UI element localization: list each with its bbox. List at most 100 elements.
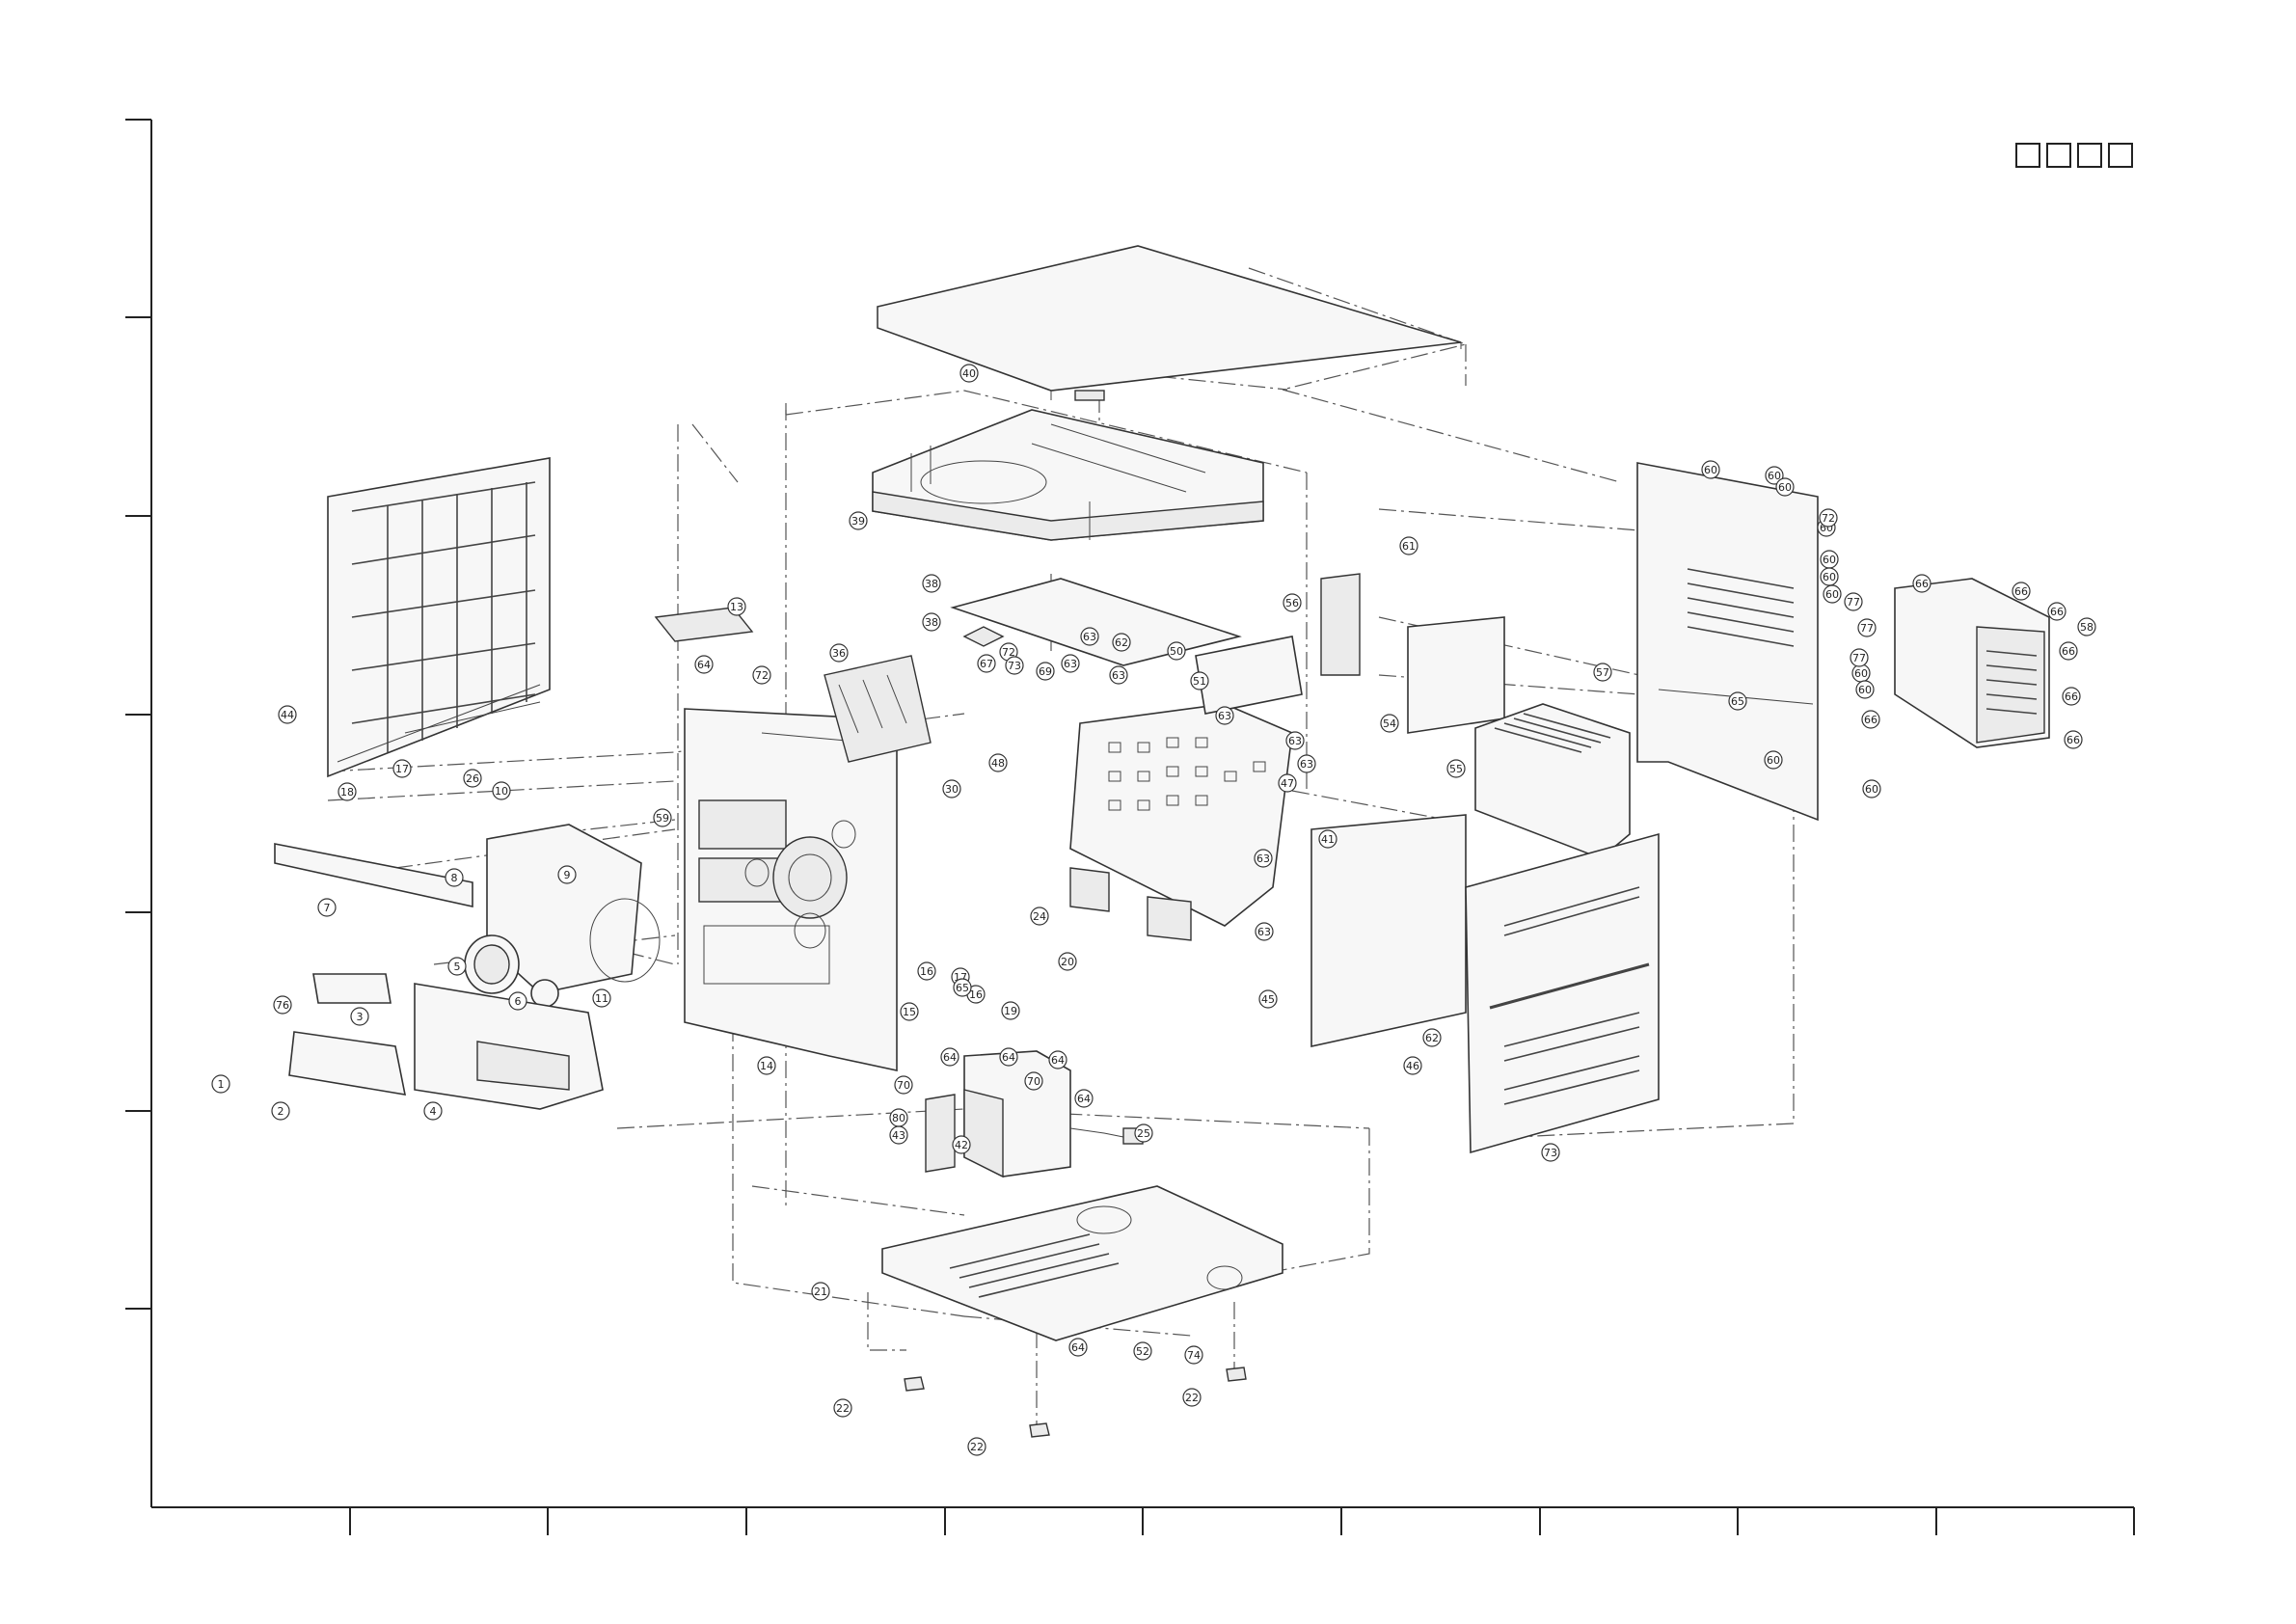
callout-56: 56 [1283,594,1301,611]
callout-54: 54 [1381,715,1398,732]
foot-2 [1030,1423,1049,1437]
callout-number: 1 [218,1078,225,1091]
callout-number: 60 [1865,783,1878,796]
callout-number: 55 [1449,763,1463,775]
callout-30: 30 [943,780,960,798]
callout-22: 22 [968,1438,986,1455]
callout-40: 40 [960,365,978,382]
callout-15: 15 [901,1003,918,1020]
callout-5: 5 [448,958,466,975]
side-panel-right [1466,834,1659,1152]
callout-41: 41 [1319,830,1337,848]
callout-number: 38 [925,616,938,629]
callout-64: 64 [1075,1090,1093,1107]
callout-number: 60 [1778,481,1792,494]
callout-60: 60 [1702,461,1719,478]
callout-number: 64 [1051,1054,1065,1067]
callout-10: 10 [493,782,510,799]
sub-board [1408,617,1504,733]
callout-number: 64 [697,659,711,671]
callout-18: 18 [338,783,356,800]
callout-70: 70 [1025,1072,1042,1090]
callout-number: 63 [1300,758,1313,771]
callout-77: 77 [1858,619,1876,636]
callout-number: 60 [1767,754,1780,767]
button-set [313,974,391,1003]
callout-number: 24 [1033,910,1046,923]
callout-47: 47 [1279,774,1296,792]
callout-number: 73 [1544,1147,1557,1159]
callout-39: 39 [850,512,867,529]
transformer-bracket [926,1095,955,1172]
callout-number: 26 [466,772,479,785]
callout-65: 65 [954,979,971,996]
callout-number: 60 [1823,554,1836,566]
callout-number: 77 [1860,622,1874,635]
callout-number: 66 [2050,606,2064,618]
small-knob [531,980,558,1007]
callout-66: 66 [2065,731,2082,748]
callout-26: 26 [464,770,481,787]
callout-61: 61 [1400,537,1418,555]
callout-66: 66 [1913,575,1931,592]
callout-77: 77 [1850,649,1868,666]
callout-number: 80 [892,1112,905,1124]
callout-19: 19 [1002,1002,1019,1019]
callout-73: 73 [1006,657,1023,674]
callout-number: 18 [340,786,354,798]
callout-70: 70 [895,1076,912,1094]
callout-number: 39 [851,515,865,528]
callout-number: 47 [1281,777,1294,790]
callout-number: 60 [1823,571,1836,583]
callout-number: 67 [980,658,993,670]
callout-number: 6 [515,995,522,1008]
callout-48: 48 [989,754,1007,771]
callout-62: 62 [1113,634,1130,651]
callout-66: 66 [2060,642,2077,660]
callout-36: 36 [830,644,848,662]
callout-number: 66 [2065,690,2078,703]
callout-number: 61 [1402,540,1416,553]
callout-24: 24 [1031,907,1048,925]
callout-58: 58 [2078,618,2095,636]
callout-66: 66 [2048,603,2066,620]
callout-7: 7 [318,899,336,916]
bottom-chassis [882,1186,1283,1340]
callout-number: 21 [814,1286,827,1298]
callout-46: 46 [1404,1057,1421,1074]
callout-number: 72 [755,669,769,682]
callout-number: 64 [943,1051,957,1064]
bracket-56 [1321,574,1360,675]
callout-number: 63 [1083,631,1096,643]
callout-number: 51 [1193,675,1206,688]
callout-number: 70 [1027,1075,1040,1088]
callout-number: 63 [1064,658,1077,670]
callout-number: 22 [970,1441,984,1453]
callout-number: 4 [430,1105,437,1118]
callout-63: 63 [1062,655,1079,672]
callout-64: 64 [1049,1051,1067,1069]
callout-21: 21 [812,1283,829,1300]
callout-2: 2 [272,1102,289,1120]
callout-number: 48 [991,757,1005,770]
callout-number: 60 [1858,684,1872,696]
callout-66: 66 [2012,582,2030,600]
callout-number: 66 [1864,714,1877,726]
callout-number: 56 [1285,597,1299,609]
callout-60: 60 [1856,681,1874,698]
callout-74: 74 [1185,1346,1202,1364]
callout-67: 67 [978,655,995,672]
callout-64: 64 [1000,1048,1017,1066]
callout-number: 76 [276,999,289,1012]
shield-plate [953,579,1239,665]
callout-22: 22 [1183,1389,1201,1406]
callout-63: 63 [1256,923,1273,940]
callout-63: 63 [1298,755,1315,772]
callout-20: 20 [1059,953,1076,970]
callout-9: 9 [558,866,576,883]
callout-number: 66 [2062,645,2075,658]
callout-60: 60 [1765,751,1782,769]
callout-number: 64 [1071,1341,1085,1354]
insulation-sheet [1311,815,1466,1046]
